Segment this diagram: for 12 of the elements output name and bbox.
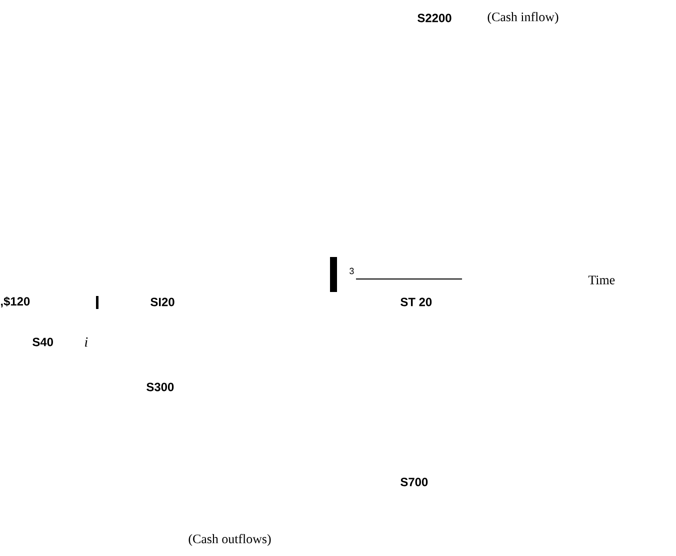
amount-label: ST 20 xyxy=(400,298,432,306)
interest-symbol: i xyxy=(85,337,88,347)
flow-label: (Cash outflows) xyxy=(188,534,271,546)
amount-label: S2200 xyxy=(418,14,452,22)
axis-label: Time xyxy=(588,276,615,284)
amount-label: ,$120 xyxy=(1,296,30,308)
amount-label: SI20 xyxy=(150,298,174,306)
amount-label: S700 xyxy=(400,478,428,486)
flow-label: (Cash inflow) xyxy=(488,12,558,24)
amount-label: S40 xyxy=(32,338,53,346)
amount-label: S300 xyxy=(146,382,174,392)
period-number: 3 xyxy=(350,268,354,274)
